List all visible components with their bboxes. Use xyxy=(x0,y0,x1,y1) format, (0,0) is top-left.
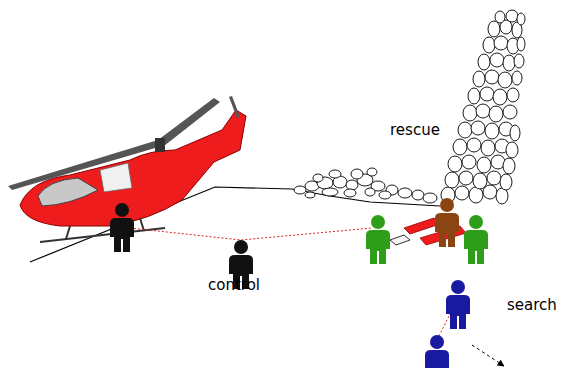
rock-wall xyxy=(441,10,525,204)
supply-box xyxy=(390,235,410,245)
rock-pile xyxy=(294,168,437,203)
radio-link xyxy=(130,228,372,240)
rescuer-figure xyxy=(464,215,488,264)
rescuer-figure xyxy=(435,198,459,247)
pilot-figure xyxy=(110,203,134,252)
scene-label: rescue xyxy=(390,121,440,139)
scene-label: control xyxy=(208,276,260,294)
search-direction-arrow xyxy=(472,345,504,366)
searcher-figure xyxy=(425,335,449,368)
rescuer-figure xyxy=(366,215,390,264)
searcher-figure xyxy=(446,280,470,329)
scene-label: search xyxy=(507,296,557,314)
